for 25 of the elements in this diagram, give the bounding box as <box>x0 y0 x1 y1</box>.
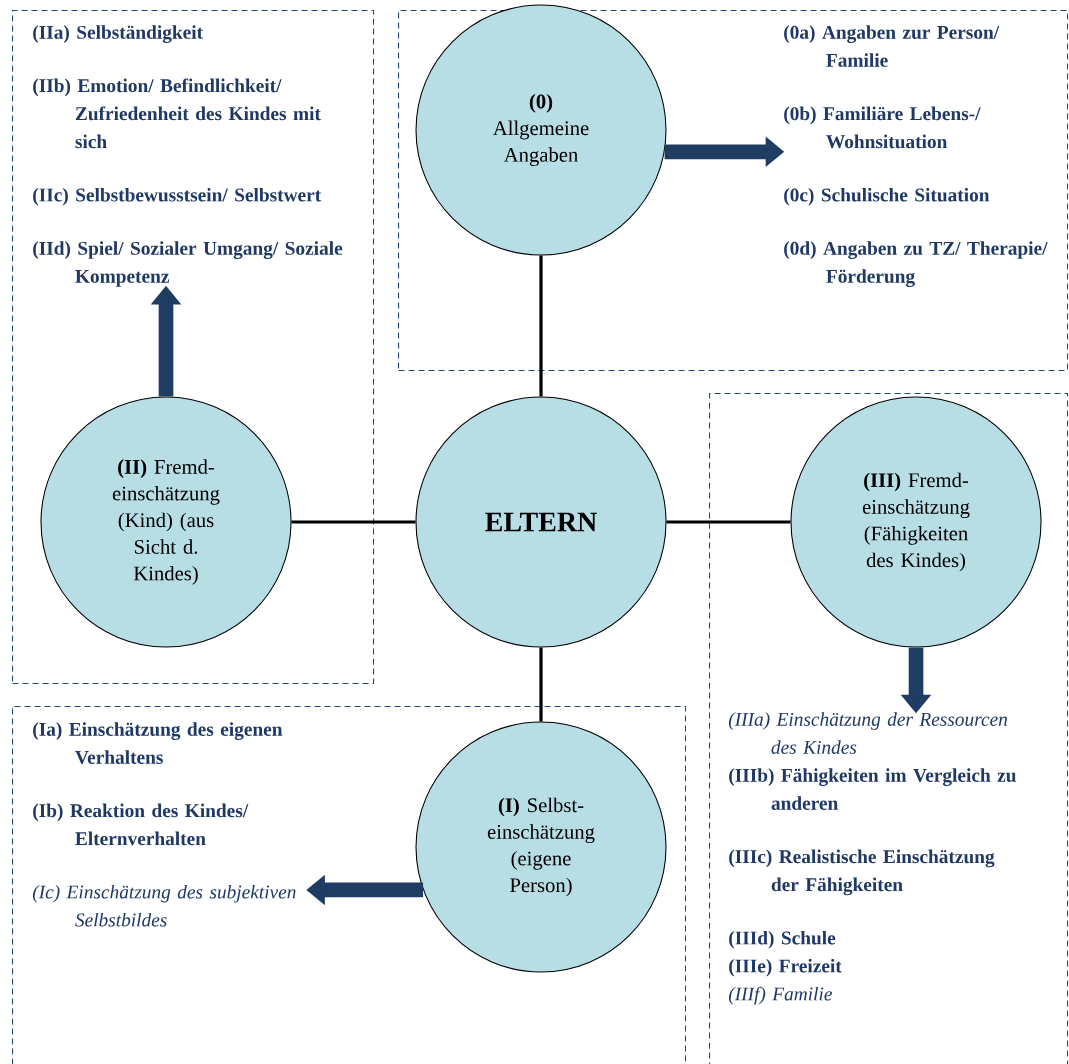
category-item: (0d) Angaben zu TZ/ Therapie/ Förderung <box>784 241 1048 287</box>
category-item: (IIa) Selbständigkeit <box>33 25 203 43</box>
category-item: (IIId) Schule <box>729 930 836 949</box>
dashed-frame <box>12 10 375 685</box>
category-item: (IId) Spiel/ Sozialer Umgang/ Soziale Kompetenz <box>33 241 343 287</box>
connector-line <box>539 647 543 722</box>
connector-line <box>539 255 543 397</box>
connector-line <box>291 520 416 524</box>
category-item: (IIc) Selbstbewusstsein/ Selbstwert <box>33 187 322 206</box>
category-item: (IIb) Emotion/ Befindlichkeit/ Zufriedenheit des Kindes mit sich <box>33 78 321 149</box>
dashed-frame <box>12 706 687 1064</box>
category-item: (Ia) Einschätzung des eigenen Verhaltens <box>33 722 283 764</box>
dashed-frame <box>709 393 1069 1064</box>
category-item: (IIIf) Familie <box>728 986 832 1005</box>
category-item: (Ib) Reaktion des Kindes/ Elternverhalten <box>33 803 249 846</box>
category-item: (IIIa) Einschätzung der Ressourcen des Kindes <box>728 712 1008 754</box>
category-item: (IIIb) Fähigkeiten im Vergleich zu anderen <box>729 768 1016 810</box>
category-item: (0b) Familiäre Lebens-/ Wohnsituation <box>784 106 981 149</box>
connector-line <box>666 520 791 524</box>
category-item: (IIIc) Realistische Einschätzung der Fähigkeiten <box>729 849 995 896</box>
category-item: (0c) Schulische Situation <box>784 187 990 206</box>
dashed-frame <box>398 10 1069 372</box>
category-item: (IIIe) Freizeit <box>729 958 842 977</box>
category-item: (0a) Angaben zur Person/ Familie <box>784 25 1000 67</box>
category-item: (Ic) Einschätzung des subjektiven Selbstbildes <box>32 884 296 927</box>
